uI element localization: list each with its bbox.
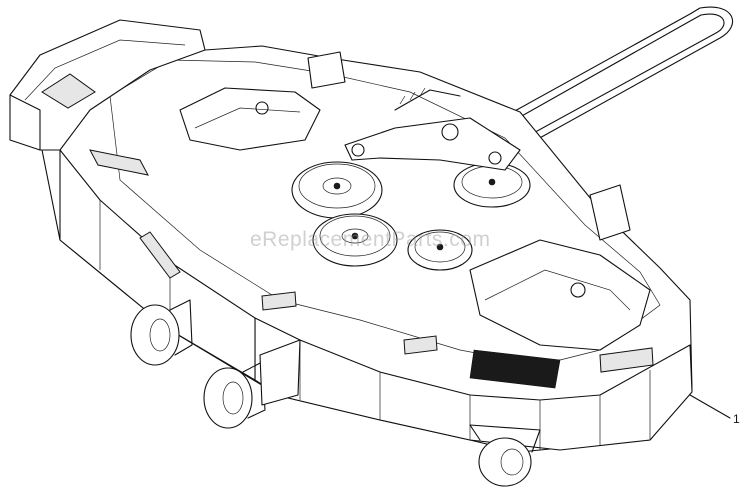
pulley-center: [312, 213, 398, 267]
caster-wheel-right-front: [469, 424, 541, 487]
caster-wheel-left-rear: [130, 299, 193, 366]
pulley-idler: [407, 229, 473, 271]
watermark: eReplacementParts.com: [250, 228, 491, 251]
callout-leader-1: [689, 394, 731, 419]
pulley-rear: [291, 161, 383, 219]
spindle-cover-right: [469, 239, 651, 351]
pulley-right: [453, 162, 531, 208]
caster-wheel-left-front: [203, 361, 266, 429]
spindle-cover-left: [179, 87, 321, 151]
idler-arm: [344, 87, 521, 171]
callout-number-1: 1: [733, 412, 740, 426]
warning-decals: [89, 149, 654, 389]
lift-brackets: [259, 51, 631, 406]
